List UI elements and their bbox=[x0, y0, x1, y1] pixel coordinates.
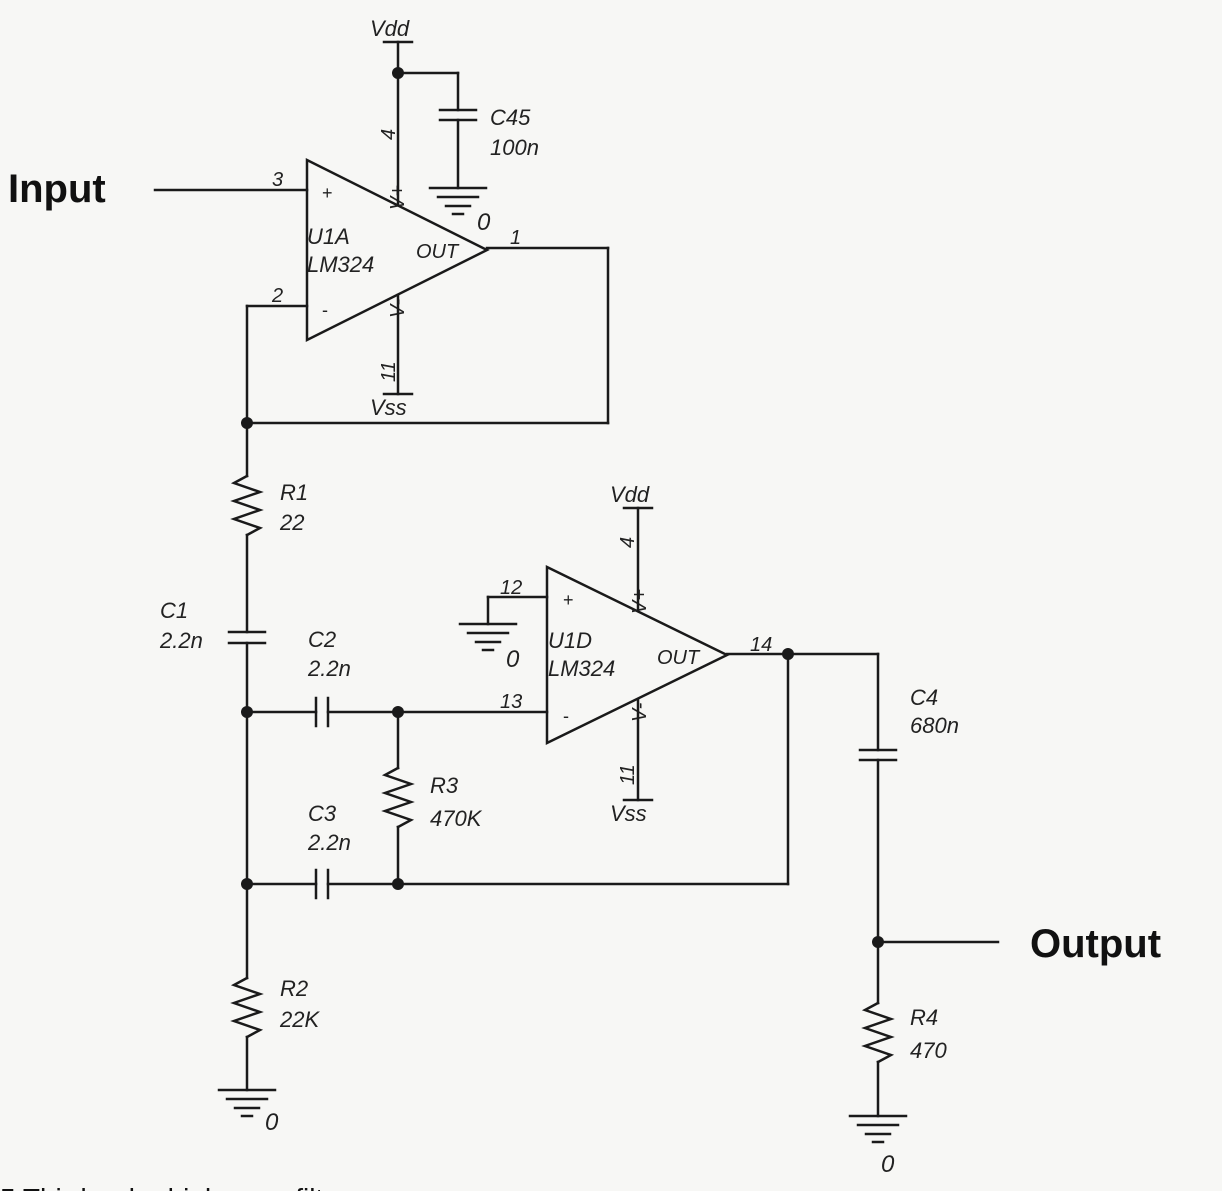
r1-resistor bbox=[230, 474, 264, 537]
opamp-u1a: + - U1A LM324 OUT 3 2 1 4 11 V+ V- bbox=[271, 129, 521, 382]
ground-symbol-c45 bbox=[428, 186, 488, 216]
opamp-u1d: + - U1D LM324 OUT 12 13 14 4 11 V+ V- bbox=[500, 537, 772, 785]
u1a-out-label: OUT bbox=[416, 241, 460, 263]
output-label: Output bbox=[1030, 922, 1161, 966]
u1d-minus-sign: - bbox=[563, 706, 569, 726]
c4-ref: C4 bbox=[910, 685, 938, 710]
u1d-vminus-label: V- bbox=[629, 702, 651, 722]
u1a-pin-out: 1 bbox=[510, 227, 521, 249]
ground-symbol-r2 bbox=[217, 1088, 277, 1118]
u1a-pin-vplus: 4 bbox=[378, 129, 400, 140]
u1a-ref: U1A bbox=[307, 224, 350, 249]
ground-symbol-r4 bbox=[848, 1114, 908, 1144]
u1a-plus-sign: + bbox=[322, 183, 333, 203]
u1a-part: LM324 bbox=[307, 252, 374, 277]
u1d-pin-vminus: 11 bbox=[617, 764, 639, 785]
c3-value: 2.2n bbox=[307, 830, 351, 855]
gnd-label-u1d: 0 bbox=[506, 646, 520, 673]
r2-resistor bbox=[230, 976, 264, 1039]
junction-c3-right bbox=[392, 878, 404, 890]
r4-resistor bbox=[861, 1001, 895, 1064]
r3-resistor bbox=[381, 766, 415, 829]
c45-value: 100n bbox=[490, 135, 539, 160]
r4-ref: R4 bbox=[910, 1005, 938, 1030]
c2-value: 2.2n bbox=[307, 656, 351, 681]
u1d-vplus-label: V+ bbox=[629, 589, 651, 614]
vss-label-u1d: Vss bbox=[610, 801, 647, 826]
r2-value: 22K bbox=[279, 1007, 320, 1032]
r2-ref: R2 bbox=[280, 976, 308, 1001]
gnd-label-r4: 0 bbox=[881, 1151, 895, 1178]
u1d-pin-vplus: 4 bbox=[617, 537, 639, 548]
c4-value: 680n bbox=[910, 713, 959, 738]
r3-ref: R3 bbox=[430, 773, 459, 798]
u1a-pin-minus: 2 bbox=[271, 285, 283, 307]
u1a-pin-plus: 3 bbox=[272, 169, 283, 191]
c2-ref: C2 bbox=[308, 627, 336, 652]
ground-symbol-u1d bbox=[458, 622, 518, 652]
r1-ref: R1 bbox=[280, 480, 308, 505]
c1-ref: C1 bbox=[160, 598, 188, 623]
vdd-label-top: Vdd bbox=[370, 16, 410, 41]
vdd-label-u1d: Vdd bbox=[610, 482, 650, 507]
r4-value: 470 bbox=[910, 1038, 947, 1063]
u1d-ref: U1D bbox=[548, 628, 592, 653]
c1-value: 2.2n bbox=[159, 628, 203, 653]
gnd-label-c45: 0 bbox=[477, 209, 491, 236]
figure-caption: 5 Third order high pass filte bbox=[0, 1183, 339, 1191]
u1d-plus-sign: + bbox=[563, 590, 574, 610]
u1d-pin-minus: 13 bbox=[500, 691, 522, 713]
c45-ref: C45 bbox=[490, 105, 531, 130]
input-label: Input bbox=[8, 167, 106, 211]
u1a-pin-vminus: 11 bbox=[378, 361, 400, 382]
u1a-minus-sign: - bbox=[322, 300, 328, 320]
u1d-pin-plus: 12 bbox=[500, 577, 522, 599]
r1-value: 22 bbox=[279, 510, 304, 535]
u1d-part: LM324 bbox=[548, 656, 615, 681]
vss-label-top: Vss bbox=[370, 395, 407, 420]
u1d-out-label: OUT bbox=[657, 647, 701, 669]
r3-value: 470K bbox=[430, 806, 483, 831]
u1d-pin-out: 14 bbox=[750, 634, 772, 656]
c3-ref: C3 bbox=[308, 801, 337, 826]
gnd-label-r2: 0 bbox=[265, 1109, 279, 1136]
